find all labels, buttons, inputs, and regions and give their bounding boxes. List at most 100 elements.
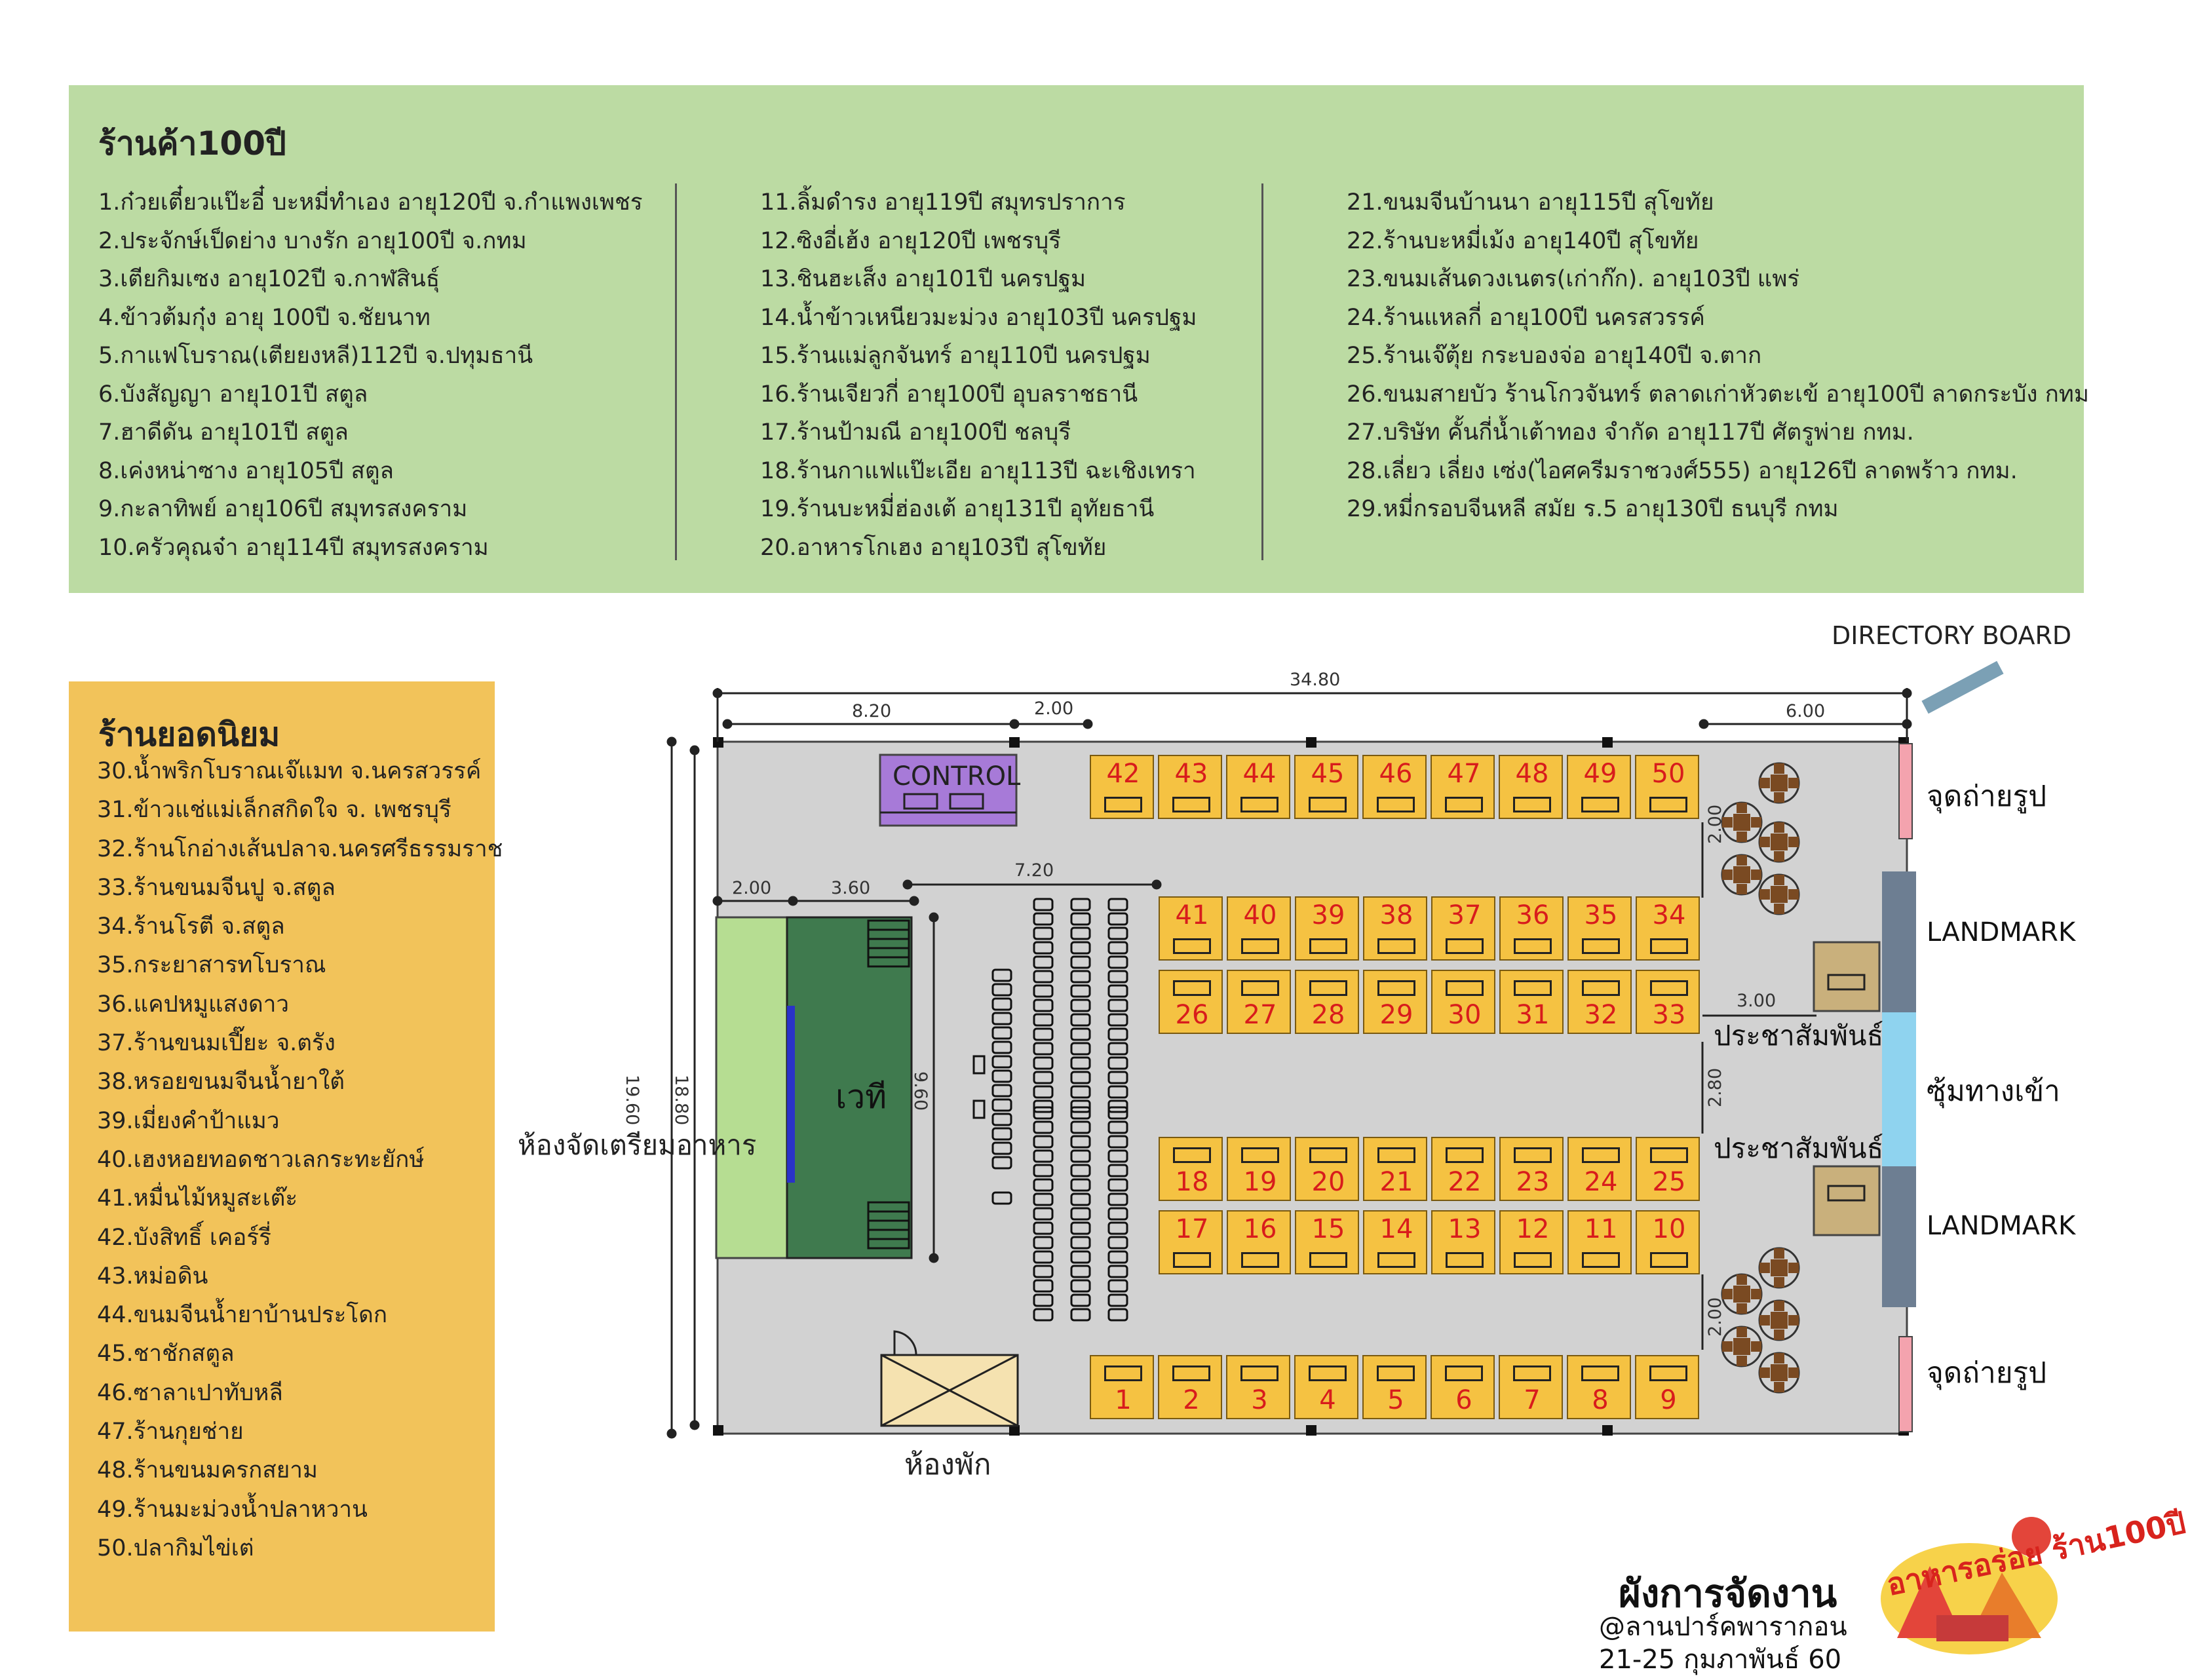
dim-inner-height: 18.80 [671, 1075, 691, 1126]
booth-table [1241, 1252, 1279, 1268]
table-chair [1788, 1367, 1799, 1378]
shop-item: 18.ร้านกาแฟแป๊ะเอีย อายุ113ปี ฉะเชิงเทรา [760, 457, 1196, 484]
booth-38: 38 [1363, 896, 1427, 961]
chair [1070, 1308, 1091, 1322]
booth-28: 28 [1295, 970, 1359, 1034]
booth-19: 19 [1227, 1137, 1291, 1201]
booth-18: 18 [1159, 1137, 1223, 1201]
chair [1033, 1308, 1054, 1322]
table-top [1771, 1259, 1788, 1276]
booth-table [1377, 797, 1415, 812]
chair [1107, 1293, 1128, 1307]
booth-number: 26 [1175, 1000, 1209, 1030]
booth-39: 39 [1295, 896, 1359, 961]
stage-stairs-top [867, 919, 910, 968]
shop-item: 20.อาหารโกเฮง อายุ103ปี สุโขทัย [760, 534, 1107, 561]
table-chair [1774, 1277, 1784, 1288]
booth-number: 31 [1516, 1000, 1550, 1030]
booth-number: 47 [1447, 759, 1481, 789]
table-top [1733, 1286, 1750, 1303]
chair [1107, 1207, 1128, 1221]
table-chair [1774, 822, 1784, 833]
booth-table [1241, 938, 1279, 954]
chair [1033, 1207, 1054, 1221]
booth-table [1514, 1147, 1552, 1163]
booth-table [1172, 797, 1210, 812]
shop-item: 43.หม่อดิน [97, 1263, 208, 1289]
control-label: CONTROL [893, 761, 1021, 792]
booth-table [1649, 1365, 1687, 1381]
booth-41: 41 [1159, 896, 1223, 961]
booth-number: 48 [1515, 759, 1549, 789]
booth-table [1173, 1147, 1211, 1163]
booth-50: 50 [1635, 755, 1699, 819]
booth-3: 3 [1226, 1355, 1290, 1419]
booth-number: 38 [1379, 900, 1413, 930]
dim-aisle-bottom: 2.00 [1705, 1297, 1725, 1337]
chair [1033, 912, 1054, 926]
booth-48: 48 [1499, 755, 1563, 819]
booth-table [1581, 797, 1619, 812]
shop-item: 39.เมี่ยงคำป้าแมว [97, 1107, 280, 1134]
heritage-shops-panel: ร้านค้า100ปี 1.ก๋วยเตี๋ยวแป๊ะอี๋ บะหมี่ท… [69, 85, 2089, 593]
chair [991, 1040, 1012, 1054]
landmark-top [1882, 871, 1916, 1012]
chair [1070, 1265, 1091, 1278]
booth-table [1173, 980, 1211, 996]
booth-number: 22 [1448, 1167, 1482, 1197]
chair [1070, 1135, 1091, 1149]
booth-number: 25 [1652, 1167, 1686, 1197]
table-chair [1751, 817, 1761, 828]
entrance-arch [1882, 1012, 1916, 1166]
booth-table [1514, 1252, 1552, 1268]
chair [1107, 999, 1128, 1012]
rest-room-door [893, 1330, 917, 1356]
photo-spot-bottom-label: จุดถ่ายรูป [1927, 1356, 2047, 1390]
booth-number: 41 [1175, 900, 1209, 930]
booth-32: 32 [1567, 970, 1632, 1034]
booth-number: 2 [1183, 1385, 1200, 1415]
booth-number: 5 [1387, 1385, 1404, 1415]
booth-table [1377, 1147, 1415, 1163]
shop-item: 32.ร้านโกอ่างเส้นปลาจ.นครศรีธรรมราช [97, 835, 503, 862]
booth-number: 42 [1106, 759, 1140, 789]
chair [1107, 1071, 1128, 1084]
booth-number: 39 [1311, 900, 1345, 930]
popular-shops-panel: ร้านยอดนิยม 30.น้ำพริกโบราณเจ๊แมท จ.นครส… [69, 681, 503, 1632]
dim-outer-height: 19.60 [622, 1075, 642, 1126]
landmark-bottom [1882, 1166, 1916, 1307]
shop-item: 25.ร้านเจ๊ตุ้ย กระบองจ่อ อายุ140ปี จ.ตาก [1347, 343, 1762, 369]
column-divider [675, 183, 677, 560]
booth-number: 23 [1516, 1167, 1550, 1197]
table-chair [1737, 831, 1747, 842]
chair [1070, 1099, 1091, 1113]
chair [991, 968, 1012, 982]
chair [1107, 1106, 1128, 1120]
booth-14: 14 [1363, 1210, 1427, 1274]
booth-40: 40 [1227, 896, 1291, 961]
booth-20: 20 [1295, 1137, 1359, 1201]
table-chair [1737, 1274, 1747, 1285]
chair [1033, 926, 1054, 940]
booth-table [1582, 938, 1620, 954]
shop-item: 31.ข้าวแช่แม่เล็กสกิดใจ จ. เพชรบุรี [97, 797, 451, 824]
chair [1070, 984, 1091, 998]
table-chair [1774, 1301, 1784, 1311]
table-chair [1759, 1263, 1770, 1273]
booth-table [1173, 938, 1211, 954]
chair [1070, 1149, 1091, 1163]
chair [1070, 1071, 1091, 1084]
chair [1033, 955, 1054, 969]
shop-item: 36.แคปหมูแสงดาว [97, 991, 290, 1018]
stage-area [786, 916, 913, 1259]
booth-number: 21 [1379, 1167, 1413, 1197]
chair [1107, 1308, 1128, 1322]
table-chair [1774, 1248, 1784, 1259]
booth-42: 42 [1090, 755, 1154, 819]
booth-6: 6 [1431, 1355, 1495, 1419]
booth-number: 29 [1379, 1000, 1413, 1030]
speaker [972, 1055, 986, 1075]
booth-7: 7 [1499, 1355, 1563, 1419]
booth-number: 15 [1311, 1214, 1345, 1244]
table-chair [1737, 1327, 1747, 1337]
